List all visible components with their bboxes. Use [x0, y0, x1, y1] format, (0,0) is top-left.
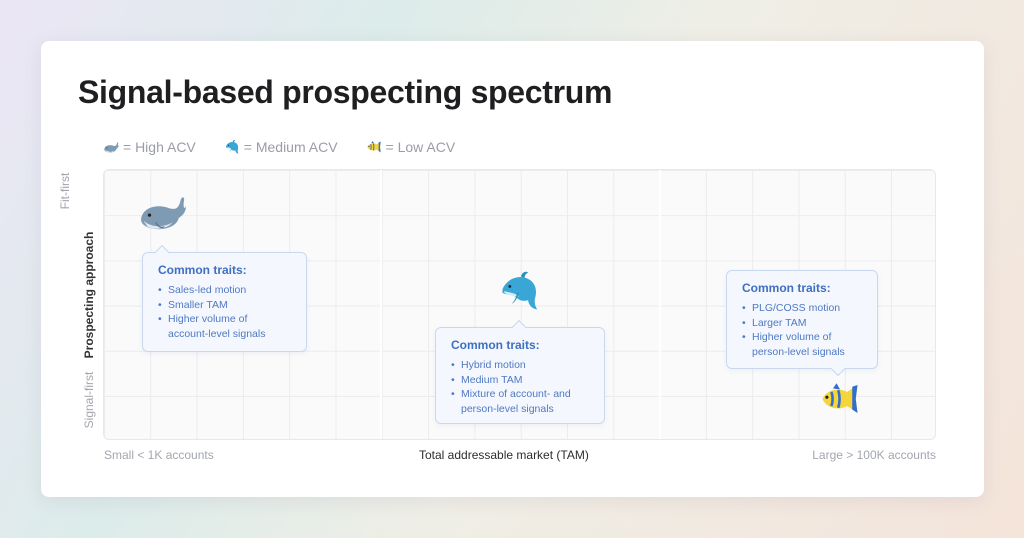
y-axis-bottom-label: Signal-first: [82, 371, 96, 429]
traits-card-medium-acv: Common traits: Hybrid motion Medium TAM …: [435, 319, 605, 424]
list-item: Smaller TAM: [158, 298, 292, 313]
segment-divider: [380, 170, 382, 439]
x-axis-title: Total addressable market (TAM): [419, 448, 589, 462]
list-item: Sales-led motion: [158, 283, 292, 298]
list-item: Larger TAM: [742, 316, 863, 331]
traits-list: Sales-led motion Smaller TAM Higher volu…: [158, 283, 292, 341]
page-title: Signal-based prospecting spectrum: [78, 74, 613, 110]
traits-heading: Common traits:: [451, 338, 540, 352]
y-axis-top-label: Fit-first: [58, 172, 72, 210]
legend-label: = Low ACV: [385, 139, 456, 155]
whale-icon: [137, 187, 187, 237]
list-item: account-level signals: [168, 327, 266, 340]
x-axis-right-label: Large > 100K accounts: [812, 448, 936, 462]
traits-card-high-acv: Common traits: Sales-led motion Smaller …: [142, 244, 307, 352]
list-item: person-level signals: [752, 345, 845, 358]
legend-item-medium-acv: = Medium ACV: [224, 139, 338, 155]
legend-item-high-acv: = High ACV: [103, 139, 196, 155]
dolphin-icon: [497, 267, 541, 315]
list-item: Higher volume of: [742, 330, 863, 345]
list-item: Higher volume of: [158, 312, 292, 327]
traits-heading: Common traits:: [158, 263, 247, 277]
legend-label: = High ACV: [123, 139, 196, 155]
list-item: PLG/COSS motion: [742, 301, 863, 316]
whale-icon: [103, 139, 119, 155]
traits-card-low-acv: Common traits: PLG/COSS motion Larger TA…: [726, 270, 878, 377]
legend-label: = Medium ACV: [243, 139, 338, 155]
x-axis-left-label: Small < 1K accounts: [104, 448, 214, 462]
legend: = High ACV = Medium ACV = Low ACV: [103, 139, 455, 155]
traits-heading: Common traits:: [742, 281, 831, 295]
fish-icon: [366, 139, 382, 155]
traits-list: PLG/COSS motion Larger TAM Higher volume…: [742, 301, 863, 359]
traits-list: Hybrid motion Medium TAM Mixture of acco…: [451, 358, 590, 416]
dolphin-icon: [224, 139, 240, 155]
segment-divider: [659, 170, 661, 439]
list-item: Hybrid motion: [451, 358, 590, 373]
list-item: person-level signals: [461, 402, 554, 415]
list-item: Medium TAM: [451, 373, 590, 388]
fish-icon: [817, 378, 863, 420]
y-axis-title: Prospecting approach: [82, 231, 96, 359]
diagram-card: Signal-based prospecting spectrum = High…: [41, 41, 984, 497]
list-item: Mixture of account- and: [451, 387, 590, 402]
legend-item-low-acv: = Low ACV: [366, 139, 456, 155]
